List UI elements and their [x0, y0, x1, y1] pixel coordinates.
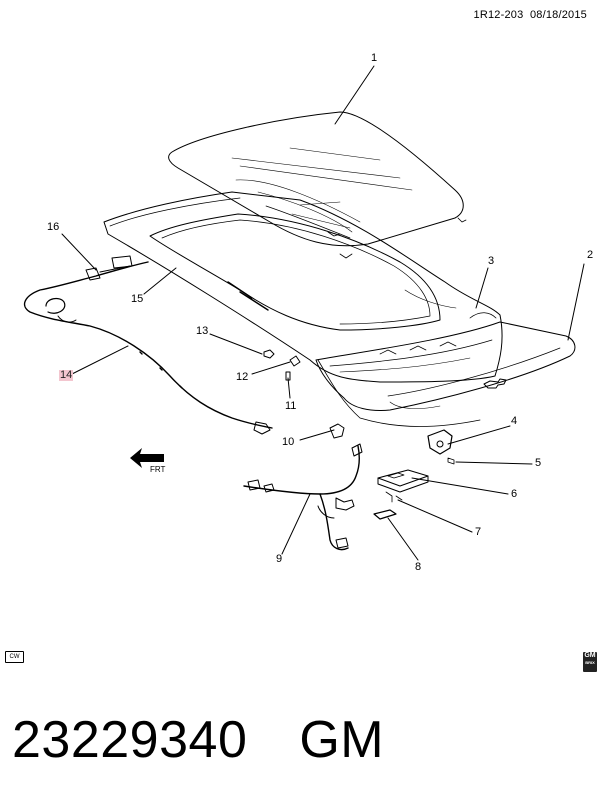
cw-badge: CW	[5, 651, 24, 663]
callout-7: 7	[475, 526, 482, 538]
part-number-footer: 23229340 GM	[12, 710, 384, 770]
liftgate-wiring-harness	[23, 255, 273, 435]
callout-14: 14	[59, 369, 74, 381]
gm-logo-subtext: BRIX	[585, 660, 595, 665]
callout-10: 10	[282, 436, 295, 448]
callout-8: 8	[415, 561, 422, 573]
callout-4: 4	[511, 415, 518, 427]
callout-5: 5	[535, 457, 542, 469]
diagram-code: 1R12-203	[473, 9, 524, 21]
gm-logo-text: GM	[584, 652, 596, 659]
liftgate-applique-garnish	[315, 321, 576, 411]
rear-wiring-harness	[243, 443, 363, 551]
front-label: FRT	[150, 465, 166, 474]
callout-16: 16	[47, 221, 60, 233]
leader-lines	[61, 65, 585, 561]
callout-9: 9	[276, 553, 283, 565]
rear-window-glass	[168, 111, 467, 247]
callout-1: 1	[371, 52, 378, 64]
diagram-id: 1R12-203 08/18/2015	[474, 9, 588, 21]
front-direction-arrow-icon: FRT	[130, 448, 166, 474]
callout-11: 11	[285, 400, 297, 412]
callout-15: 15	[131, 293, 144, 305]
license-lamp	[373, 509, 397, 520]
gm-logo: GM BRIX	[583, 652, 597, 672]
release-switch-assembly	[377, 469, 429, 503]
brand-name: GM	[299, 711, 385, 769]
callout-6: 6	[511, 488, 518, 500]
liftgate-latch	[427, 429, 455, 465]
callout-12: 12	[236, 371, 249, 383]
liftgate-inner-panel	[103, 191, 503, 427]
callout-13: 13	[196, 325, 209, 337]
fasteners	[263, 349, 301, 381]
cap	[329, 423, 345, 439]
part-number: 23229340	[12, 711, 248, 769]
diagram-date: 08/18/2015	[529, 9, 587, 21]
callout-2: 2	[587, 249, 594, 261]
callout-3: 3	[488, 255, 495, 267]
